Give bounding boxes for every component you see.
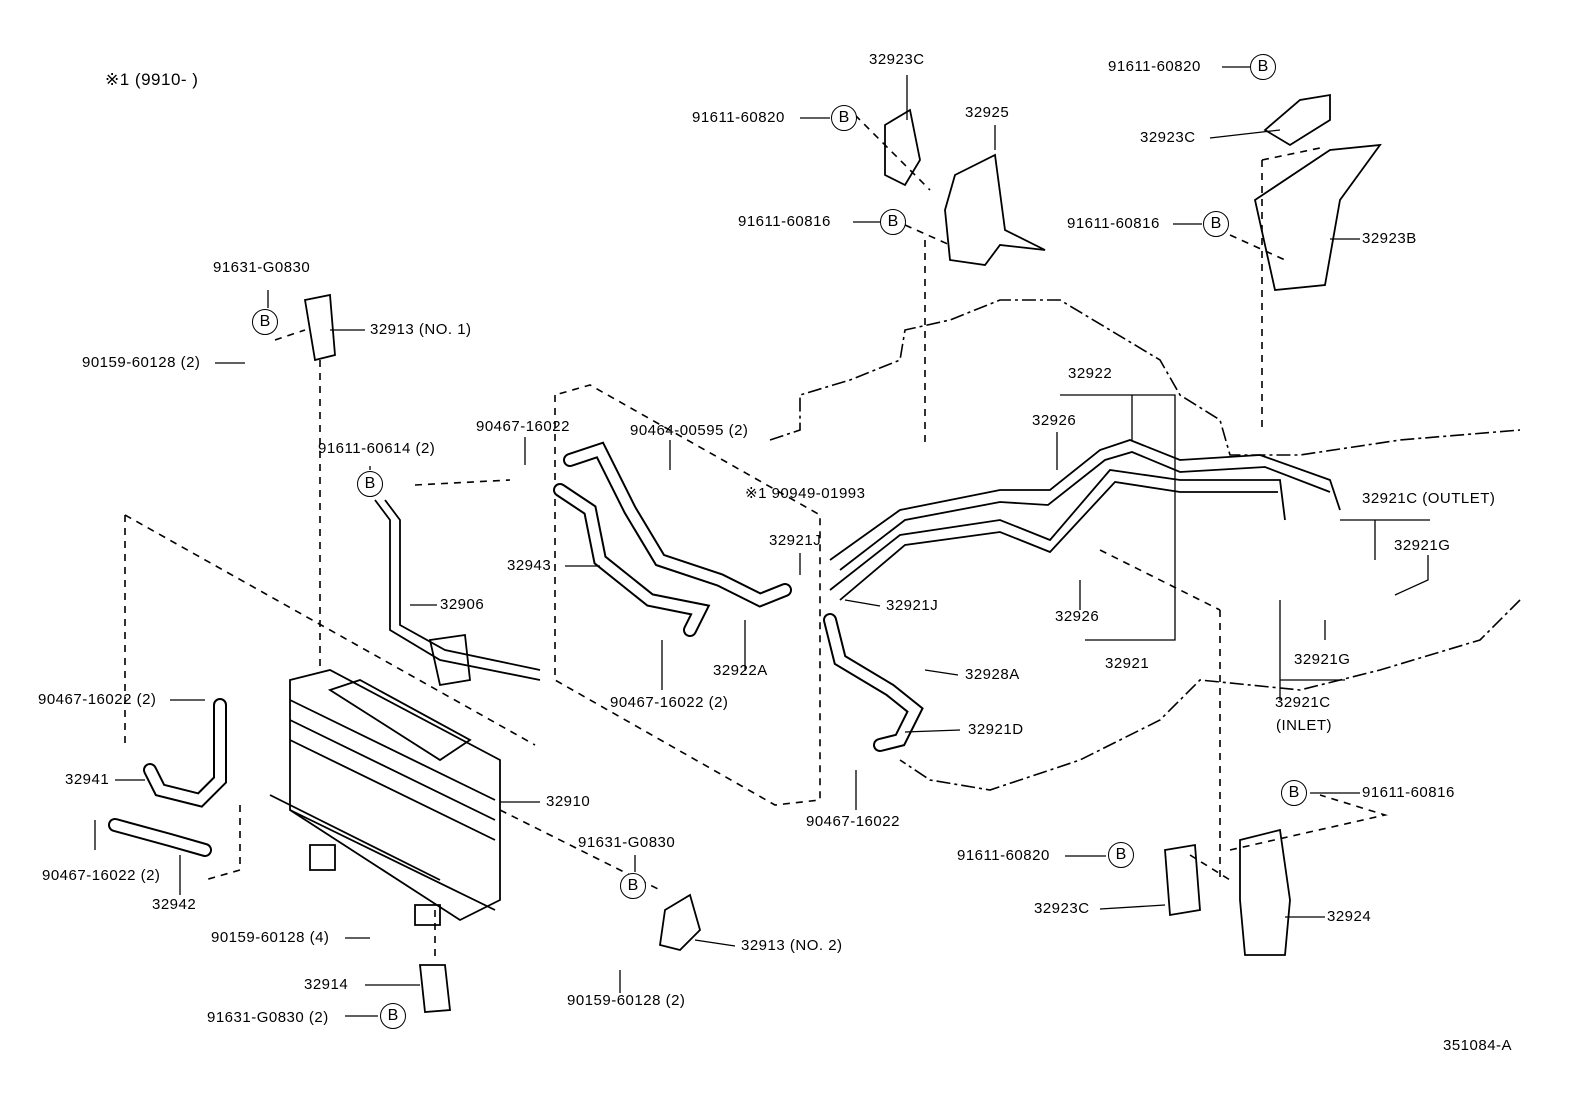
part-label: 32923B [1362, 230, 1417, 247]
part-label: 32923C [1140, 129, 1196, 146]
bolt-callout-b: B [880, 209, 906, 235]
part-label: 32921G [1394, 537, 1451, 554]
part-label: 90464-00595 (2) [630, 422, 749, 439]
part-label: ※1 90949-01993 [745, 485, 866, 502]
part-label: 32921G [1294, 651, 1351, 668]
bolt-callout-b: B [620, 873, 646, 899]
part-label: 32942 [152, 896, 197, 913]
part-label: 91611-60614 (2) [318, 440, 436, 457]
callout-lines [94, 66, 1430, 1017]
rubber-hoses [108, 441, 924, 857]
part-label: 32943 [507, 557, 552, 574]
part-label: 32926 [1055, 608, 1100, 625]
part-label: 91611-60816 [1362, 784, 1455, 801]
leader-lines [124, 114, 1389, 960]
part-label: 32922 [1068, 365, 1113, 382]
bolt-callout-b: B [1203, 211, 1229, 237]
part-label: 32914 [304, 976, 349, 993]
part-label: 32921D [968, 721, 1024, 738]
part-label: 90467-16022 [806, 813, 900, 830]
part-label: 32921J [886, 597, 939, 614]
part-label: 32923C [869, 51, 925, 68]
bolt-callout-b: B [1250, 54, 1276, 80]
part-label: 91631-G0830 (2) [207, 1009, 329, 1026]
part-label: 90467-16022 (2) [42, 867, 161, 884]
part-label: 91611-60820 [692, 109, 785, 126]
part-label: 32923C [1034, 900, 1090, 917]
part-label: 32921C (OUTLET) [1362, 490, 1496, 507]
bolt-callout-b: B [1281, 780, 1307, 806]
part-label: 91611-60816 [1067, 215, 1160, 232]
part-label: 32922A [713, 662, 768, 679]
part-label: 90159-60128 (2) [82, 354, 201, 371]
diagram-code: 351084-A [1443, 1037, 1513, 1054]
part-label: 32924 [1327, 908, 1372, 925]
part-label: 91611-60816 [738, 213, 831, 230]
part-label: 90467-16022 [476, 418, 570, 435]
part-label: 91611-60820 [1108, 58, 1201, 75]
bolt-callout-b: B [1108, 842, 1134, 868]
part-label: 32928A [965, 666, 1020, 683]
part-label: 32941 [65, 771, 110, 788]
part-label: (INLET) [1276, 717, 1332, 734]
part-label: 32921J [769, 532, 822, 549]
part-label: 90467-16022 (2) [610, 694, 729, 711]
part-label: 32910 [546, 793, 591, 810]
bolt-callout-b: B [252, 309, 278, 335]
part-label: 90159-60128 (4) [211, 929, 330, 946]
bolt-callout-b: B [380, 1003, 406, 1029]
part-label: 32913 (NO. 1) [370, 321, 472, 338]
part-label: 32921 [1105, 655, 1150, 672]
part-label: 32926 [1032, 412, 1077, 429]
part-label: 91631-G0830 [213, 259, 311, 276]
oil-cooler-32910 [269, 669, 501, 926]
part-label: 32921C [1275, 694, 1331, 711]
part-label: 91611-60820 [957, 847, 1050, 864]
brackets [303, 93, 1382, 1013]
part-label: 90159-60128 (2) [567, 992, 686, 1009]
part-label: 32906 [440, 596, 485, 613]
bolt-callout-b: B [357, 471, 383, 497]
part-label: 32913 (NO. 2) [741, 937, 843, 954]
bolt-callout-b: B [831, 105, 857, 131]
part-label: 90467-16022 (2) [38, 691, 157, 708]
part-label: 32925 [965, 104, 1010, 121]
effective-date-note: ※1 (9910- ) [105, 70, 199, 89]
cooler-pipes [374, 439, 1341, 681]
part-label: 91631-G0830 [578, 834, 676, 851]
